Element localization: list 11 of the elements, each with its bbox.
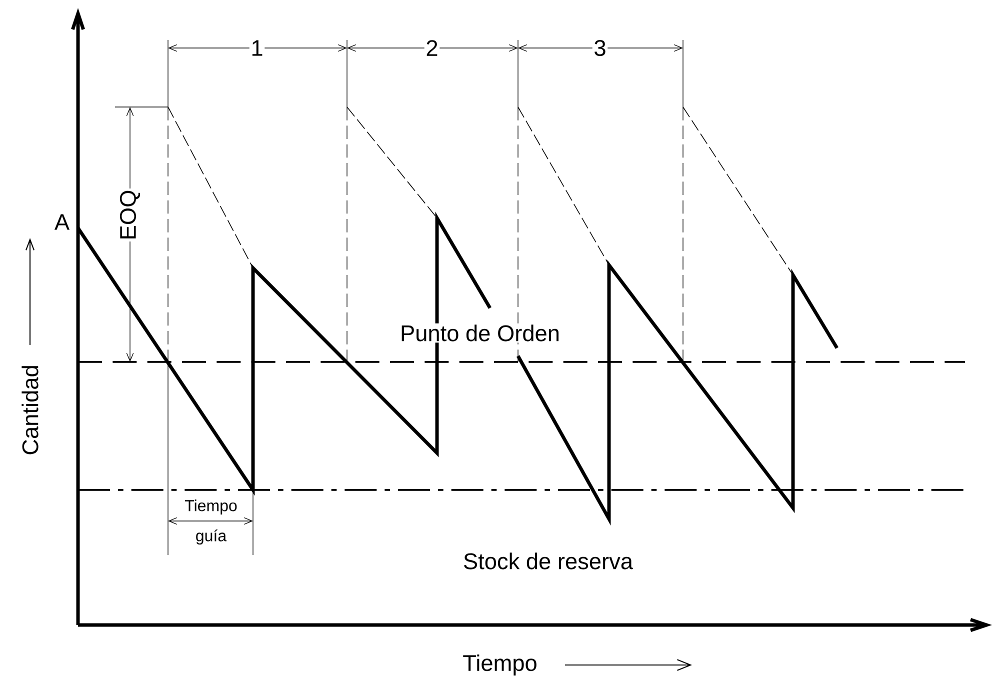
dimension-label: 3: [592, 38, 608, 58]
dimension-label: Tiempo: [184, 500, 237, 514]
point-label: A: [54, 214, 70, 230]
dimension-label: EOQ: [118, 188, 142, 242]
axis-label: Tiempo: [463, 654, 536, 676]
dimension-label: guía: [196, 529, 227, 545]
dimension-label: 1: [249, 38, 265, 58]
line-label: Punto de Orden: [398, 323, 562, 343]
dimension-label: 2: [424, 38, 440, 58]
region-label: Stock de reserva: [464, 552, 634, 570]
axis-label: Cantidad: [22, 366, 38, 454]
